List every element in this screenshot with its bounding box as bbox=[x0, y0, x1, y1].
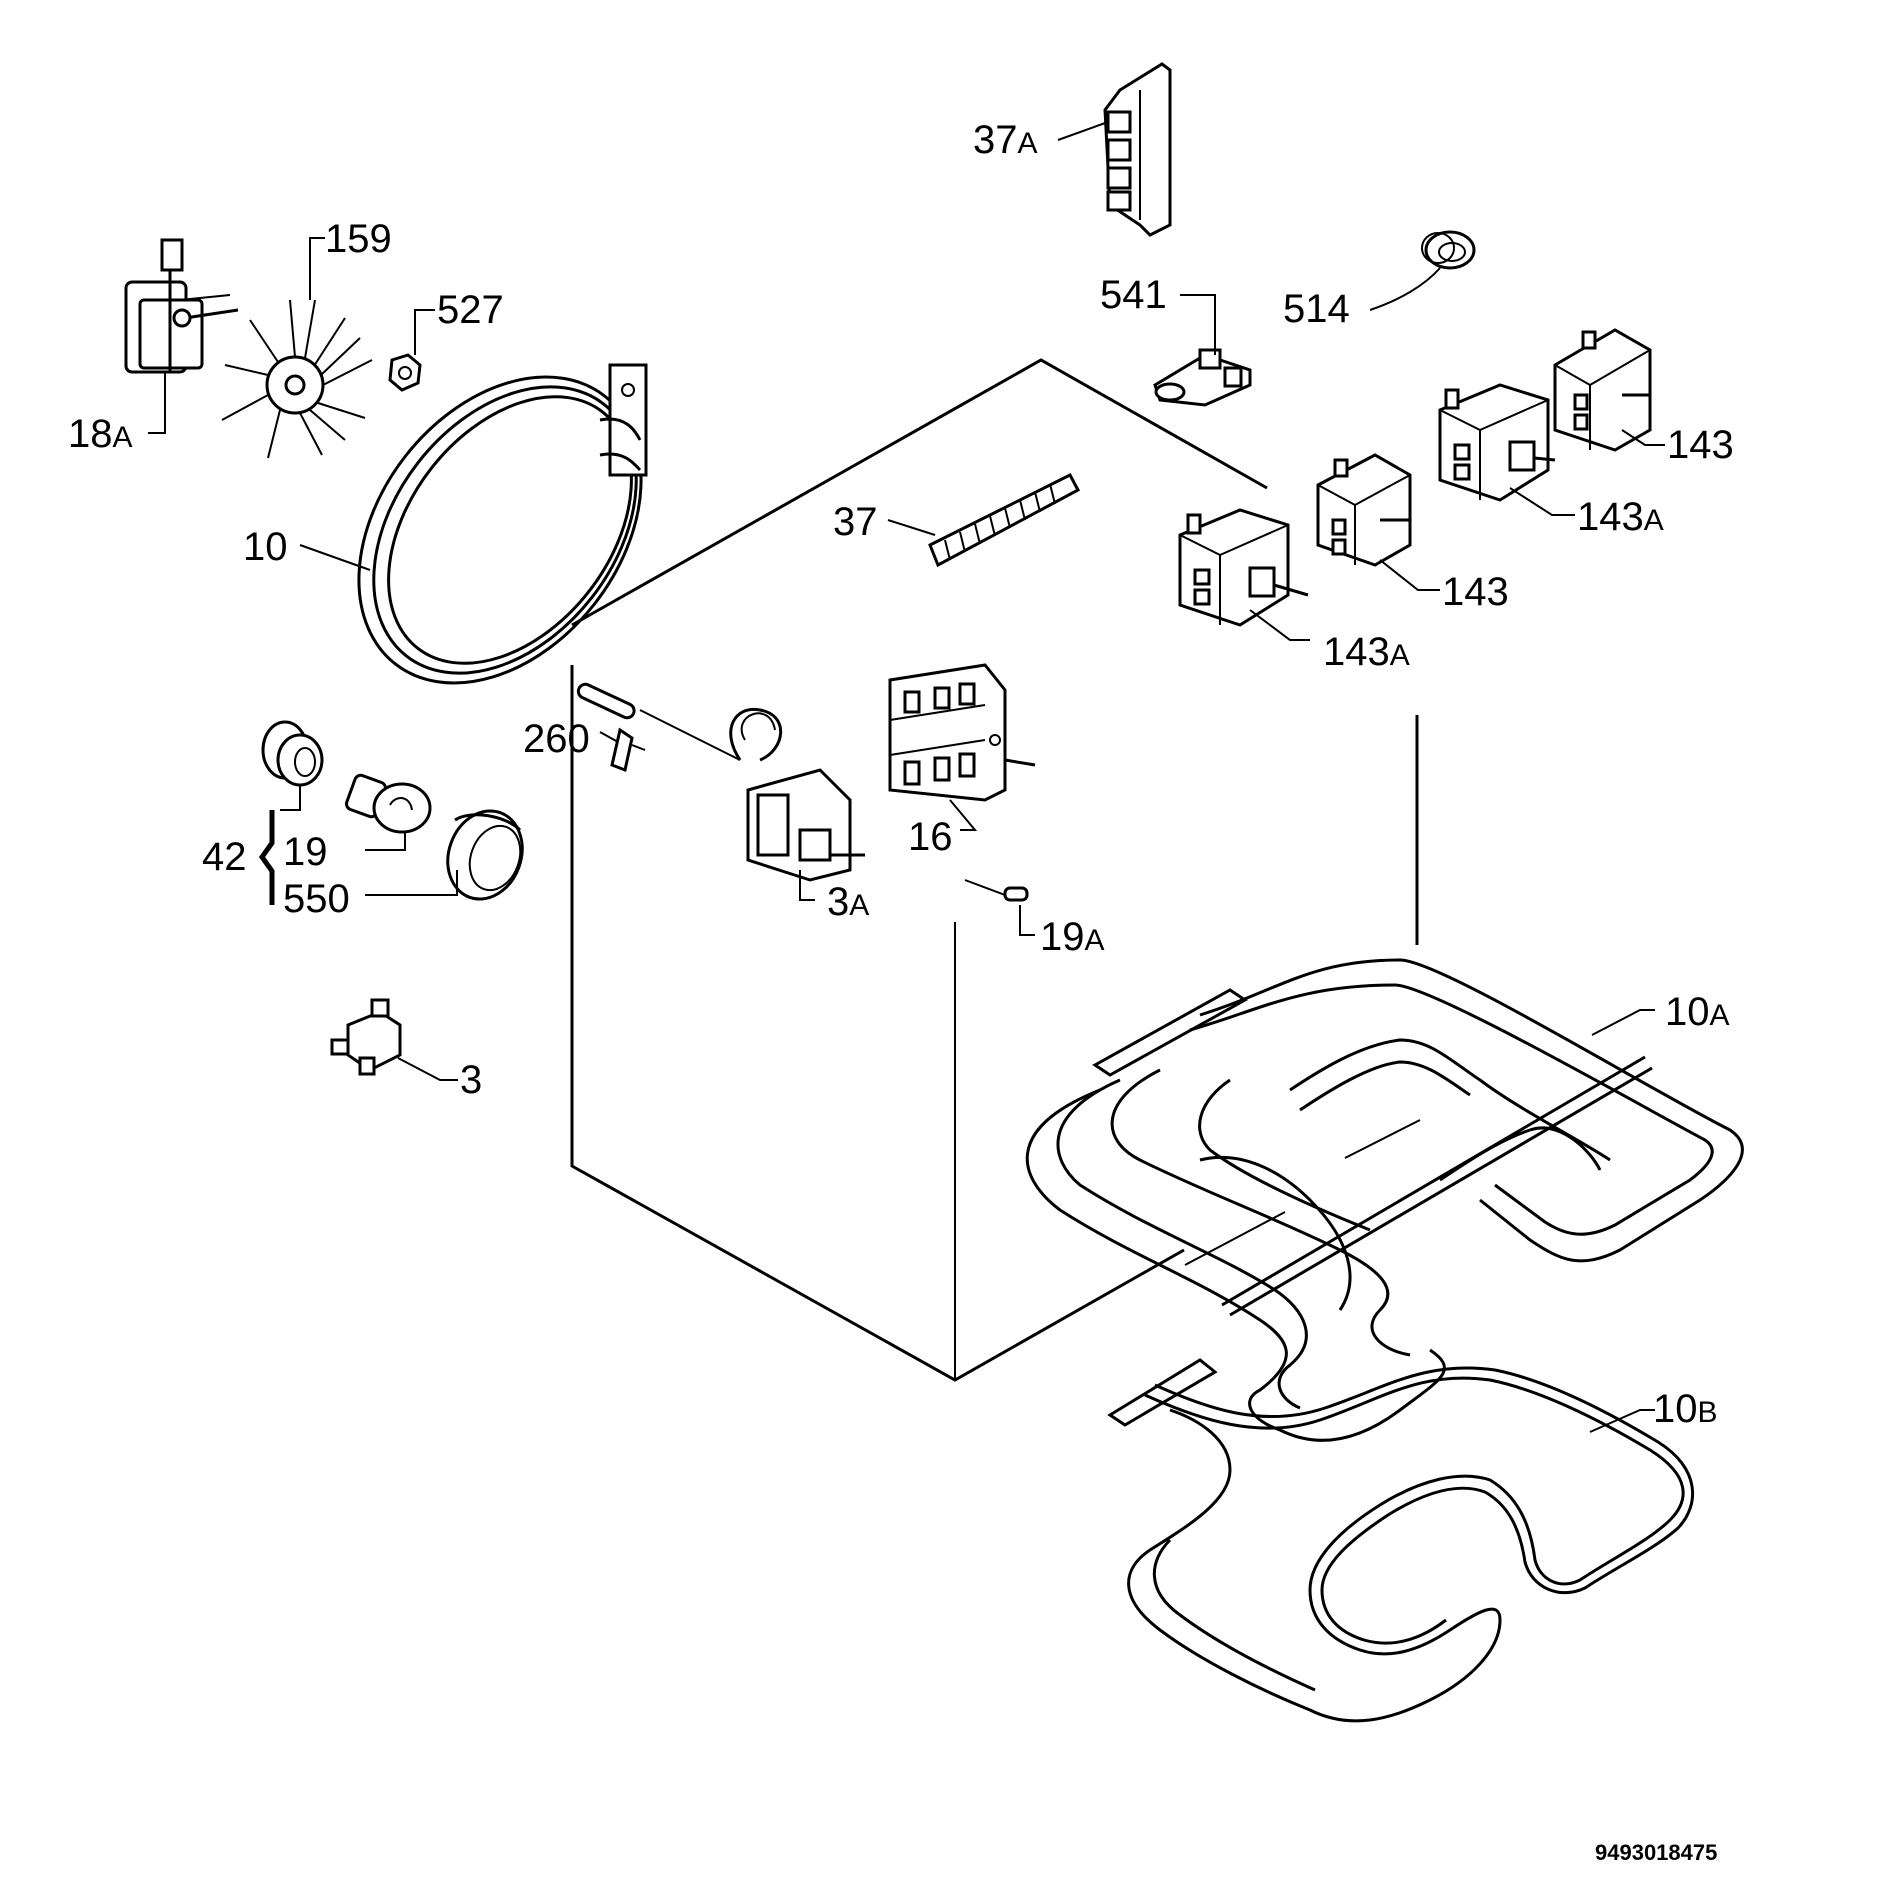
oven-cavity-outline bbox=[570, 358, 1421, 1382]
terminal-strip-37 bbox=[928, 473, 1081, 568]
label-143-middle: 143 bbox=[1442, 570, 1509, 614]
label-550: 550 bbox=[283, 877, 350, 921]
label-527: 527 bbox=[437, 288, 504, 332]
label-3: 3 bbox=[460, 1058, 482, 1102]
label-159: 159 bbox=[325, 217, 392, 261]
wire-19a bbox=[964, 879, 1029, 902]
label-143a-upper: 143A bbox=[1577, 495, 1664, 539]
label-143-top: 143 bbox=[1667, 423, 1734, 467]
lamp-cover-550 bbox=[446, 809, 524, 901]
switch-143a-lower bbox=[1178, 508, 1309, 627]
label-42: 42 bbox=[202, 835, 247, 879]
label-37: 37 bbox=[833, 500, 878, 544]
bottom-element-10b bbox=[1107, 1358, 1694, 1723]
label-10b: 10B bbox=[1653, 1387, 1718, 1431]
label-514: 514 bbox=[1283, 287, 1350, 331]
clip-260 bbox=[610, 727, 646, 773]
thermal-cutout-3 bbox=[330, 998, 402, 1076]
lamp-holder-42 bbox=[261, 720, 324, 787]
terminal-block-37a bbox=[1103, 62, 1172, 237]
label-37a: 37A bbox=[973, 118, 1038, 162]
nut-527 bbox=[388, 353, 422, 392]
switch-143-top bbox=[1553, 328, 1652, 452]
lamp-bulb-19 bbox=[344, 773, 432, 834]
switch-143a-upper bbox=[1438, 383, 1556, 502]
circular-element-10 bbox=[357, 363, 648, 685]
label-19: 19 bbox=[283, 830, 328, 874]
bracket-42 bbox=[258, 810, 275, 905]
label-143a-lower: 143A bbox=[1323, 630, 1410, 674]
label-3a: 3A bbox=[827, 880, 869, 924]
grommet-514 bbox=[1421, 230, 1476, 270]
switch-541 bbox=[1153, 348, 1252, 407]
label-18a: 18A bbox=[68, 412, 133, 456]
document-number: 9493018475 bbox=[1595, 1840, 1717, 1865]
grill-element-10a bbox=[1025, 958, 1744, 1442]
label-541: 541 bbox=[1100, 273, 1167, 317]
label-260: 260 bbox=[523, 717, 590, 761]
thermostat-3a bbox=[576, 682, 865, 882]
label-19a: 19A bbox=[1040, 915, 1105, 959]
label-16: 16 bbox=[908, 815, 953, 859]
fan-motor-18a bbox=[124, 238, 239, 374]
switch-143-middle bbox=[1316, 453, 1412, 567]
selector-switch-16 bbox=[888, 663, 1036, 802]
label-10: 10 bbox=[243, 525, 288, 569]
fan-blade-159 bbox=[221, 299, 373, 459]
label-10a: 10A bbox=[1665, 990, 1730, 1034]
callout-labels: 37A 159 527 18A 541 514 10 37 143 143A 1… bbox=[68, 118, 1734, 1431]
